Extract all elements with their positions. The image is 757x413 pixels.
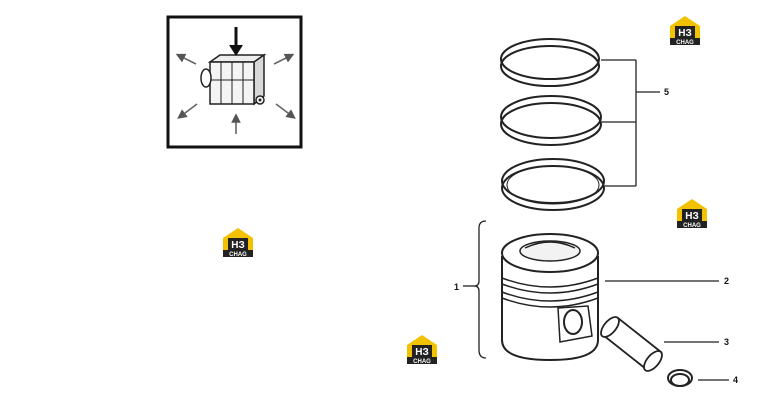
piston-rings <box>500 38 605 211</box>
callout-5: 5 <box>664 87 669 97</box>
block-component <box>200 53 267 106</box>
svg-text:НЗ: НЗ <box>685 211 699 222</box>
watermark-logo: НЗ CHAG <box>404 333 440 365</box>
svg-text:CHAG: CHAG <box>676 40 694 46</box>
piston <box>501 233 599 362</box>
pressure-arrows <box>175 53 296 134</box>
force-arrow-down <box>229 27 243 56</box>
retaining-ring <box>667 369 693 387</box>
inset-illustration <box>166 15 303 149</box>
watermark-logo: НЗ CHAG <box>220 226 256 258</box>
svg-text:CHAG: CHAG <box>229 252 247 258</box>
svg-text:CHAG: CHAG <box>683 223 701 229</box>
piston-assembly-bracket <box>463 220 487 359</box>
watermark-logo: НЗ CHAG <box>667 14 703 46</box>
svg-text:НЗ: НЗ <box>678 28 692 39</box>
leader-lines <box>605 280 729 381</box>
callout-3: 3 <box>724 337 729 347</box>
rings-bracket <box>601 59 660 187</box>
watermark-logo: НЗ CHAG <box>674 197 710 229</box>
oil-control-ring <box>501 158 605 211</box>
second-compression-ring <box>500 95 602 146</box>
callout-2: 2 <box>724 276 729 286</box>
piston-pin <box>600 316 663 372</box>
top-compression-ring <box>500 38 600 87</box>
callout-1: 1 <box>454 282 459 292</box>
svg-text:НЗ: НЗ <box>231 240 245 251</box>
piston-pin-boss <box>557 305 593 343</box>
svg-text:НЗ: НЗ <box>415 347 429 358</box>
svg-text:CHAG: CHAG <box>413 359 431 365</box>
callout-4: 4 <box>733 375 738 385</box>
